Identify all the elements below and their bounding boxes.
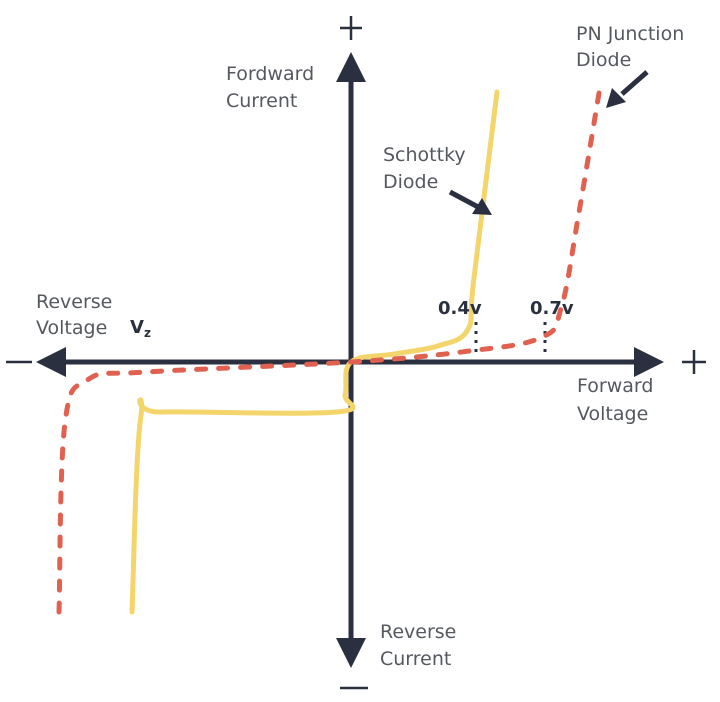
schottky-diode-curve — [129, 89, 500, 615]
x-plus-sign — [682, 350, 706, 374]
y-positive-label-line2: Current — [226, 90, 297, 112]
x-negative-label-line1: Reverse — [36, 291, 112, 313]
zener-voltage-label: Vz — [130, 317, 151, 340]
y-negative-label-line2: Current — [380, 648, 451, 670]
y-plus-sign — [340, 16, 362, 40]
x-positive-label-line1: Forward — [577, 375, 653, 397]
schottky-label-line2: Diode — [383, 171, 438, 193]
knee-voltage-label-0-4v: 0.4v — [438, 298, 482, 319]
y-negative-label-line1: Reverse — [380, 621, 456, 643]
pn-junction-diode-curve — [56, 89, 602, 615]
x-negative-label-line2: Voltage — [36, 317, 107, 339]
x-axis-right-arrow — [634, 347, 664, 377]
y-positive-label-line1: Fordward — [226, 63, 314, 85]
y-axis-up-arrow — [336, 52, 366, 82]
pn-junction-label-line1: PN Junction — [576, 23, 684, 45]
schottky-pointer-arrow — [448, 189, 492, 215]
pn-junction-label-line2: Diode — [576, 49, 631, 71]
y-axis-down-arrow — [336, 638, 366, 668]
schottky-label-line1: Schottky — [383, 144, 466, 166]
x-positive-label-line2: Voltage — [577, 403, 648, 425]
x-axis-left-arrow — [36, 347, 66, 377]
knee-voltage-label-0-7v: 0.7v — [530, 298, 574, 319]
pn-junction-pointer-arrow — [606, 70, 649, 108]
